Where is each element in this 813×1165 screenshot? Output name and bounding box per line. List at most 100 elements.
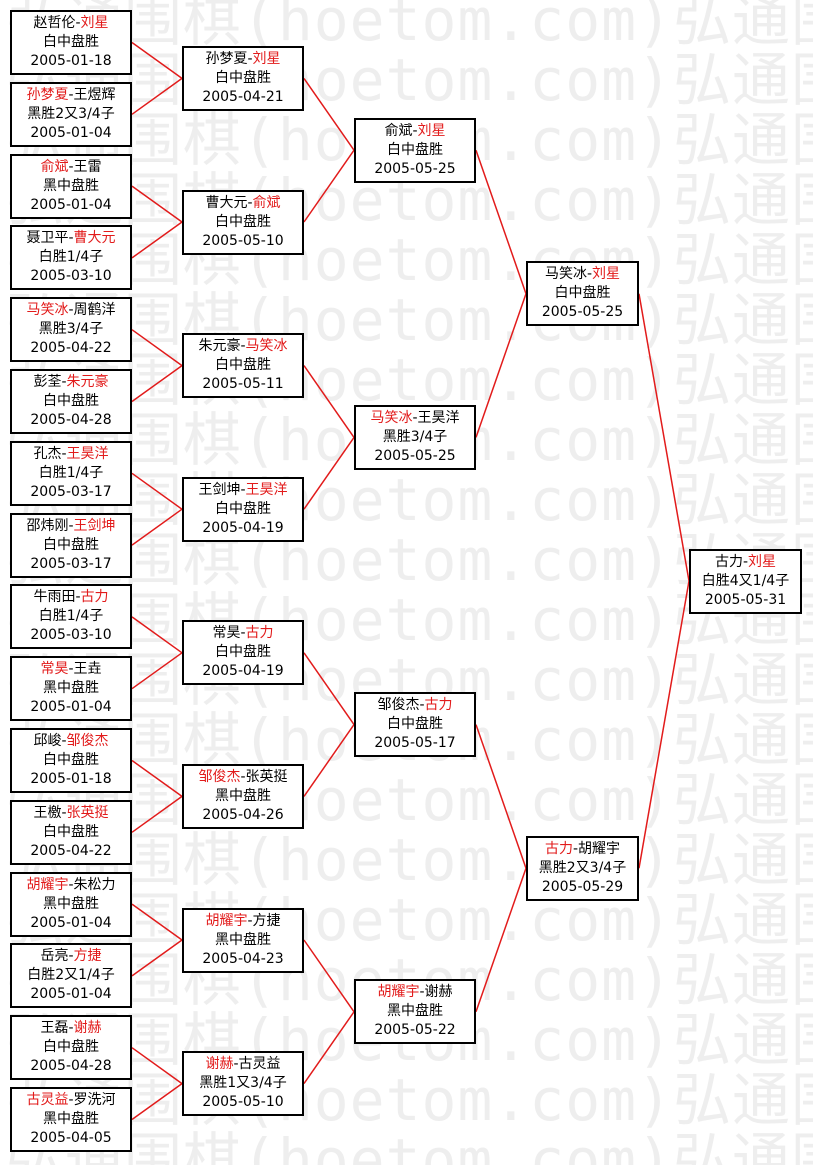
match-result: 黑胜2又3/4子 <box>538 860 627 876</box>
player-black: 古力 <box>714 554 743 570</box>
match-players: 胡耀宇-方捷 <box>184 912 302 931</box>
player-black: 常昊 <box>212 625 241 641</box>
player-white: 王昊洋 <box>66 446 109 462</box>
player-white: 刘星 <box>80 15 109 31</box>
player-white: 王昊洋 <box>417 410 460 426</box>
vs-dash: - <box>68 1020 74 1036</box>
player-white: 周鹤洋 <box>73 302 116 318</box>
player-white: 方捷 <box>252 913 281 929</box>
match-result: 黑中盘胜 <box>215 788 271 804</box>
player-black: 邹俊杰 <box>377 697 420 713</box>
connector-line <box>638 580 690 869</box>
player-white: 张英挺 <box>66 805 109 821</box>
match-result: 白中盘胜 <box>43 537 99 553</box>
match-players: 马笑冰-周鹤洋 <box>12 301 130 320</box>
match-date: 2005-03-17 <box>30 556 112 572</box>
match-players: 常昊-王垚 <box>12 660 130 679</box>
player-white: 邹俊杰 <box>66 733 109 749</box>
match-result: 白胜4又1/4子 <box>701 573 790 589</box>
match-date: 2005-04-22 <box>30 340 112 356</box>
connector-line <box>131 508 183 546</box>
player-white: 刘星 <box>417 123 446 139</box>
match-players: 古力-胡耀宇 <box>528 840 637 859</box>
match-date: 2005-05-10 <box>202 233 284 249</box>
player-black: 朱元豪 <box>198 338 241 354</box>
match-result: 黑中盘胜 <box>43 1111 99 1127</box>
player-white: 朱松力 <box>73 877 116 893</box>
match-result: 黑中盘胜 <box>43 896 99 912</box>
match-date: 2005-04-19 <box>202 663 284 679</box>
vs-dash: - <box>240 625 246 641</box>
match-date: 2005-05-25 <box>374 448 456 464</box>
match-players: 赵哲伦-刘星 <box>12 14 130 33</box>
connector-line <box>638 293 690 582</box>
player-black: 马笑冰 <box>370 410 413 426</box>
match-date: 2005-05-25 <box>374 161 456 177</box>
match-players: 常昊-古力 <box>184 624 302 643</box>
match-players: 邵炜刚-王剑坤 <box>12 517 130 536</box>
match-box-r1-8[interactable]: 邵炜刚-王剑坤白中盘胜 2005-03-17 <box>10 513 132 578</box>
player-white: 俞斌 <box>252 195 281 211</box>
match-date: 2005-04-05 <box>30 1130 112 1146</box>
player-black: 赵哲伦 <box>33 15 76 31</box>
match-result: 黑中盘胜 <box>215 932 271 948</box>
player-black: 谢赫 <box>205 1056 234 1072</box>
vs-dash: - <box>68 1092 74 1108</box>
match-date: 2005-05-25 <box>541 304 624 320</box>
match-date: 2005-05-17 <box>374 735 456 751</box>
player-black: 王磊 <box>40 1020 69 1036</box>
match-date: 2005-04-22 <box>30 843 112 859</box>
connector-line <box>475 867 527 1013</box>
player-white: 马笑冰 <box>245 338 288 354</box>
player-black: 古灵益 <box>26 1092 69 1108</box>
match-players: 牛雨田-古力 <box>12 588 130 607</box>
match-players: 邹俊杰-张英挺 <box>184 768 302 787</box>
player-white: 刘星 <box>592 266 621 282</box>
vs-dash: - <box>419 984 425 1000</box>
match-box-r3-2[interactable]: 马笑冰-王昊洋黑胜3/4子 2005-05-25 <box>354 405 476 470</box>
connector-line <box>131 759 183 798</box>
vs-dash: - <box>68 87 74 103</box>
player-black: 孙梦夏 <box>205 51 248 67</box>
vs-dash: - <box>68 302 74 318</box>
player-black: 胡耀宇 <box>26 877 69 893</box>
match-players: 岳亮-方捷 <box>12 947 130 966</box>
match-players: 俞斌-刘星 <box>356 122 474 141</box>
player-black: 常昊 <box>40 661 69 677</box>
vs-dash: - <box>240 769 246 785</box>
player-black: 邵炜刚 <box>26 518 69 534</box>
player-black: 邱峻 <box>33 733 62 749</box>
match-result: 黑胜3/4子 <box>382 429 448 445</box>
match-players: 马笑冰-王昊洋 <box>356 409 474 428</box>
